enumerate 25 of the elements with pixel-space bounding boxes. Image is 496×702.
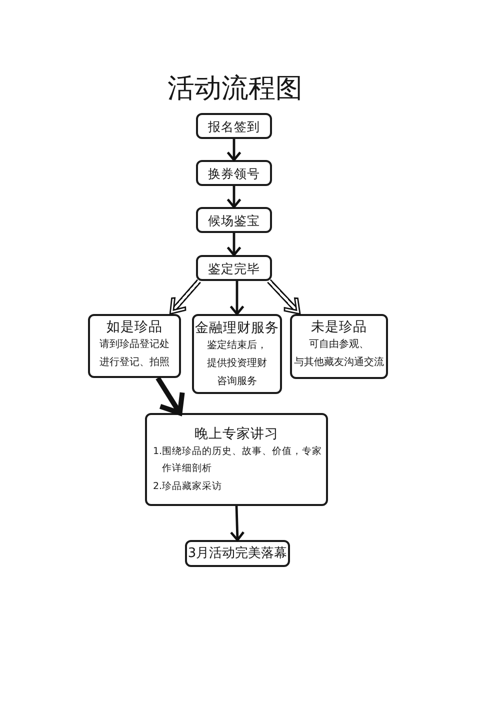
process-box: 候场鉴宝 <box>196 207 272 233</box>
description: 请到珍品登记处进行登记、拍照 <box>98 338 170 370</box>
list-item: 2.珍品藏家采访 <box>153 480 224 494</box>
list-item: 1.围绕珍品的历史、故事、价值，专家作详细剖析 <box>153 444 324 476</box>
process-box: 3月活动完美落幕 <box>185 540 290 567</box>
description: 鉴定结束后，提供投资理财咨询服务 <box>206 338 268 388</box>
arrow <box>226 186 242 208</box>
arrow <box>226 233 242 256</box>
process-box <box>145 413 328 506</box>
process-box: 换券领号 <box>196 160 272 186</box>
description: 可自由参观、与其他藏友沟通交流 <box>293 338 385 370</box>
process-box: 鉴定完毕 <box>196 255 272 281</box>
heading: 晚上专家讲习 <box>194 424 278 442</box>
arrow <box>230 281 244 316</box>
process-box <box>192 314 282 394</box>
process-box <box>290 314 388 379</box>
process-box: 报名签到 <box>196 113 272 139</box>
arrow <box>156 376 185 416</box>
arrow <box>226 139 242 162</box>
process-box <box>88 314 181 378</box>
heading: 金融理财服务 <box>195 320 279 336</box>
heading: 未是珍品 <box>311 318 367 336</box>
heading: 如是珍品 <box>106 318 162 336</box>
title: 活动流程图 <box>166 72 304 106</box>
arrow <box>230 506 245 542</box>
